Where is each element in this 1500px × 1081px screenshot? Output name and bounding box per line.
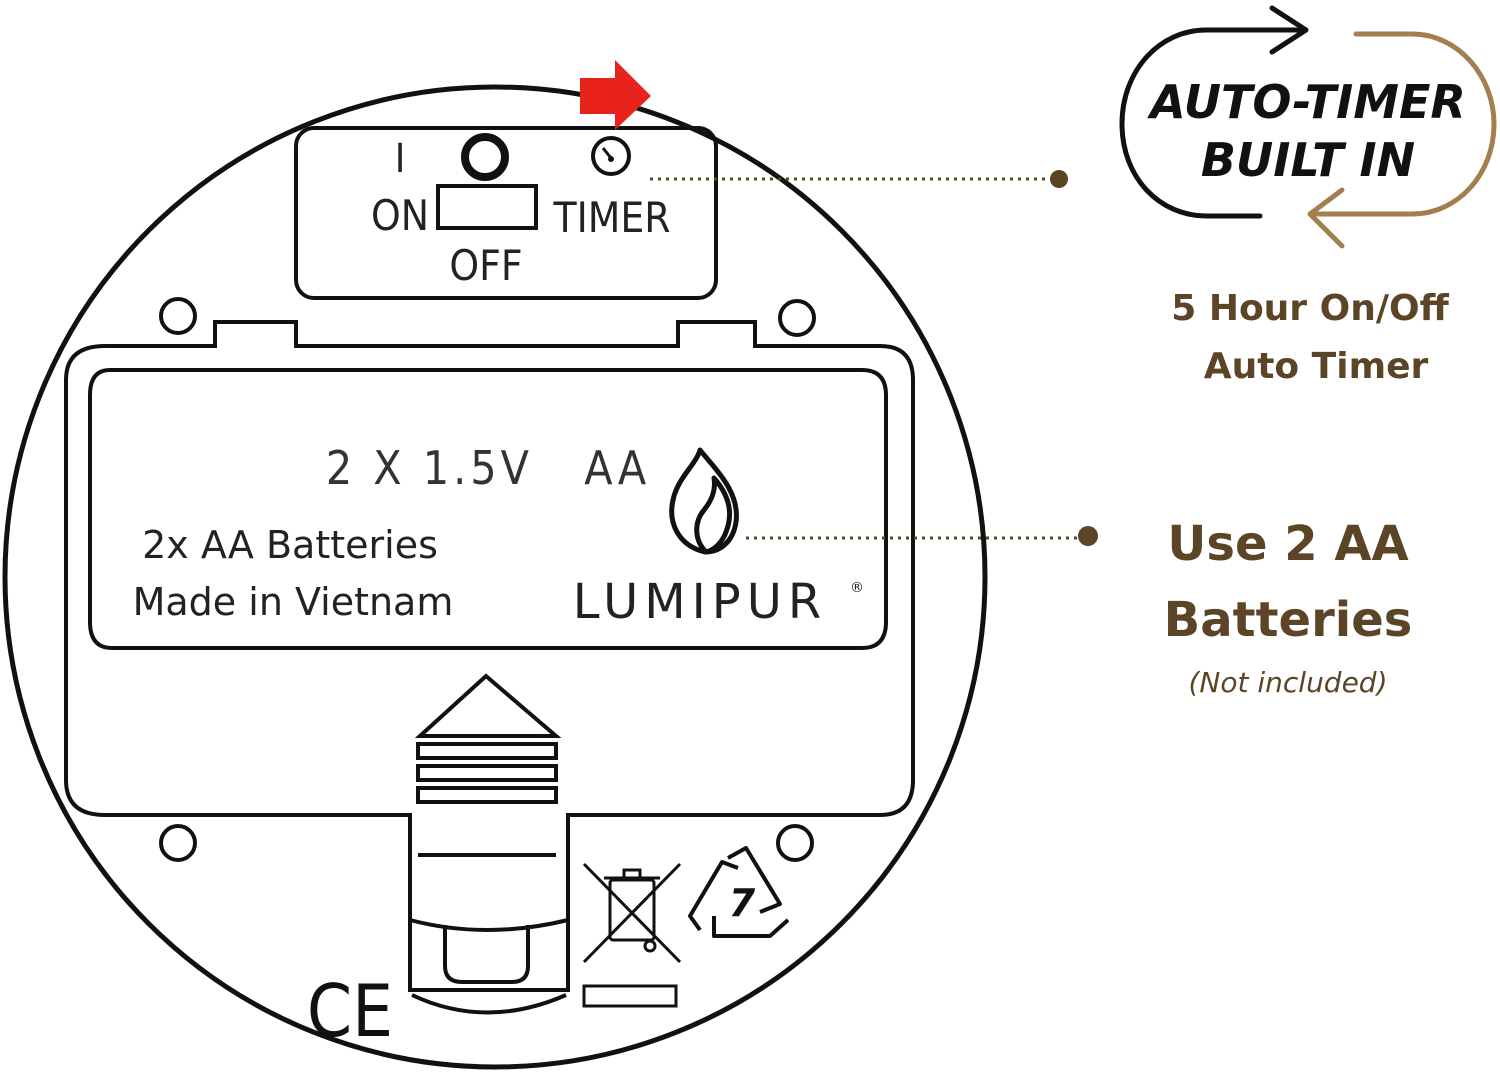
screw-hole-bottom-right bbox=[776, 824, 814, 862]
battery-spec: 2 X 1.5V AA bbox=[326, 441, 650, 495]
screw-hole-top-right bbox=[778, 299, 816, 337]
screw-hole-bottom-left bbox=[159, 824, 197, 862]
battery-count-text: 2x AA Batteries bbox=[142, 523, 438, 567]
slide-switch[interactable] bbox=[436, 184, 538, 230]
off-label: OFF bbox=[449, 241, 522, 290]
weee-bin-icon bbox=[582, 862, 682, 1008]
switch-hole-left bbox=[461, 133, 509, 181]
recycle-number: 7 bbox=[729, 881, 756, 925]
brand-logo: LUMIPUR bbox=[573, 574, 827, 630]
battery-callout-line1: Use 2 AA bbox=[1167, 516, 1408, 572]
auto-timer-title-line1: AUTO-TIMER bbox=[1147, 75, 1466, 129]
on-indicator-mark: I bbox=[395, 136, 406, 182]
battery-compartment bbox=[64, 320, 915, 992]
on-label: ON bbox=[371, 191, 429, 240]
switch-panel: I ON OFF TIMER bbox=[294, 126, 718, 300]
timer-leader-dot bbox=[1050, 170, 1068, 188]
flame-logo-icon bbox=[669, 447, 739, 555]
auto-timer-title-line2: BUILT IN bbox=[1201, 133, 1415, 187]
battery-callout-line2: Batteries bbox=[1164, 592, 1413, 648]
ce-mark: CE bbox=[307, 969, 393, 1053]
battery-leader-dot bbox=[1078, 526, 1098, 546]
timer-description-line1: 5 Hour On/Off bbox=[1171, 288, 1449, 329]
origin-text: Made in Vietnam bbox=[133, 580, 454, 624]
timer-label: TIMER bbox=[553, 193, 671, 242]
recycle-icon bbox=[688, 846, 790, 938]
timer-description-line2: Auto Timer bbox=[1204, 346, 1429, 387]
screw-hole-top-left bbox=[159, 297, 197, 335]
red-arrow-icon bbox=[580, 60, 651, 130]
registered-mark: ® bbox=[850, 580, 864, 596]
battery-callout-note: (Not included) bbox=[1188, 666, 1387, 699]
auto-timer-cycle-icon bbox=[1119, 5, 1497, 249]
device-base-circle bbox=[2, 84, 988, 1070]
cover-latch bbox=[409, 673, 569, 1015]
